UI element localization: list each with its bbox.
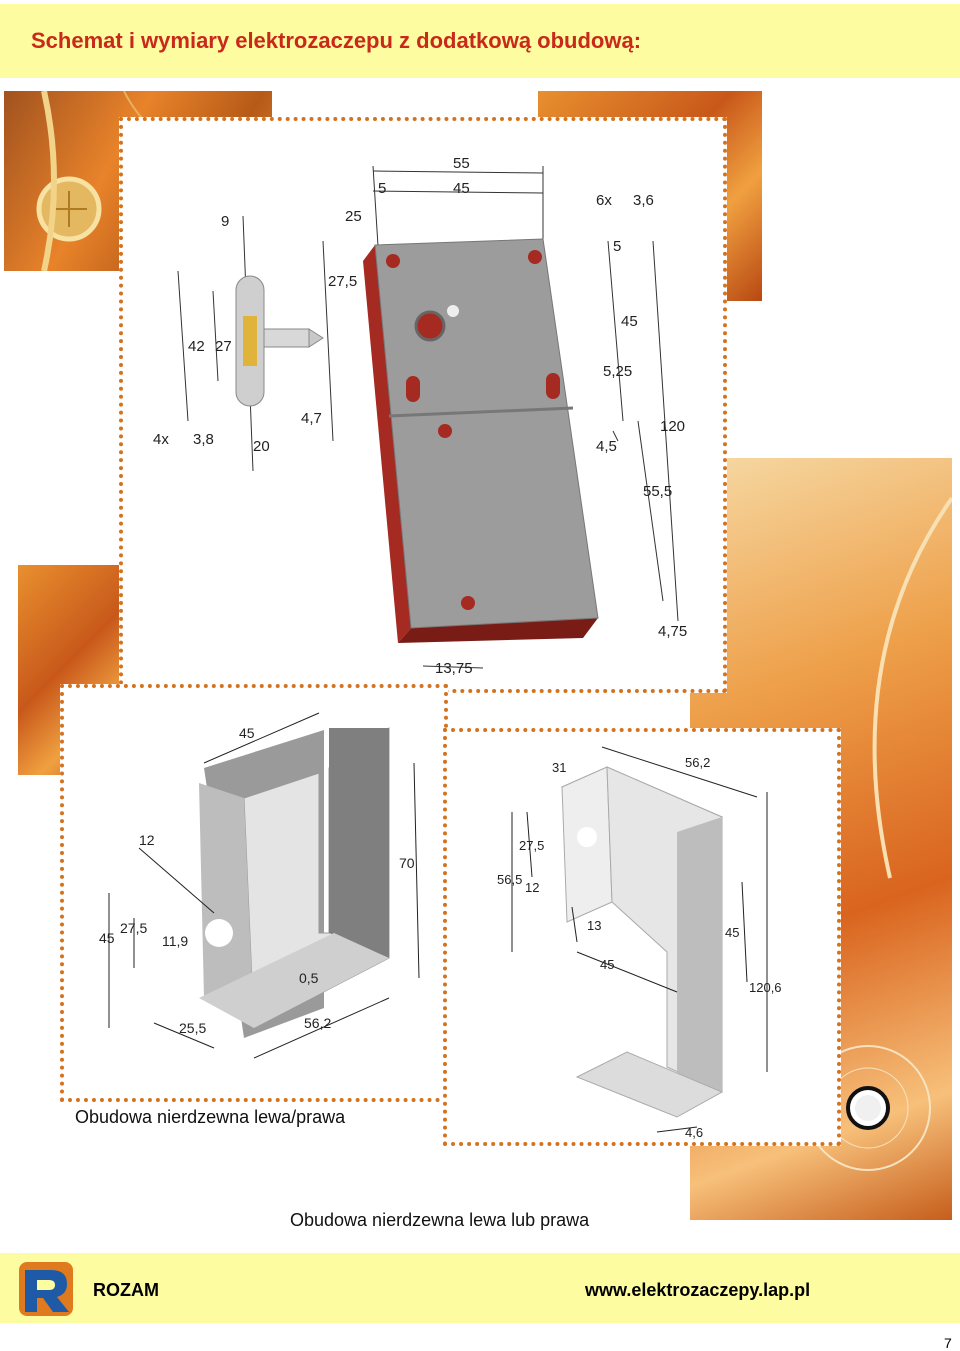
dim-label: 12 xyxy=(525,880,539,895)
page-title: Schemat i wymiary elektrozaczepu z dodat… xyxy=(31,28,642,53)
dim-label: 27,5 xyxy=(519,838,544,853)
dim-label: 25 xyxy=(345,208,362,225)
dim-label: 13,75 xyxy=(435,660,473,677)
dim-label: 70 xyxy=(399,855,415,871)
dim-label: 56,5 xyxy=(497,872,522,887)
lock-body xyxy=(363,238,599,643)
rozam-logo xyxy=(17,1260,75,1318)
dim-label: 56,2 xyxy=(304,1015,331,1031)
dim-label: 4,75 xyxy=(658,623,687,640)
dim-label: 6x xyxy=(596,192,612,209)
dim-label: 9 xyxy=(221,213,229,230)
housing-shape xyxy=(560,766,724,1118)
dim-label: 5 xyxy=(613,238,621,255)
dim-label: 13 xyxy=(587,918,601,933)
dim-label: 20 xyxy=(253,438,270,455)
dim-label: 45 xyxy=(453,180,470,197)
footer-bar xyxy=(0,1253,960,1323)
dim-label: 120,6 xyxy=(749,980,782,995)
dim-label: 27,5 xyxy=(120,920,147,936)
left-housing-panel: 45 70 12 45 27,5 11,9 0,5 25,5 56,2 xyxy=(60,684,448,1102)
dim-label: 56,2 xyxy=(685,755,710,770)
dim-label: 4x xyxy=(153,431,169,448)
lock-drawing: 55 45 5 25 6x 3,6 9 27,5 42 27 4x 3,8 4,… xyxy=(153,155,687,677)
dim-label: 11,9 xyxy=(162,933,188,949)
right-housing-panel: 31 56,2 27,5 56,5 12 13 45 45 120,6 4,6 xyxy=(443,728,841,1146)
strike-plate xyxy=(235,275,324,407)
lock-drawing-panel: 55 45 5 25 6x 3,6 9 27,5 42 27 4x 3,8 4,… xyxy=(119,117,727,693)
footer-brand: ROZAM xyxy=(93,1280,159,1300)
dim-label: 4,5 xyxy=(596,438,617,455)
dim-label: 3,6 xyxy=(633,192,654,209)
rozam-logo-icon xyxy=(19,1262,73,1316)
dim-label: 0,5 xyxy=(299,970,319,986)
dim-label: 42 xyxy=(188,338,205,355)
dim-label: 45 xyxy=(725,925,739,940)
title-bar xyxy=(0,4,960,78)
dim-label: 45 xyxy=(99,930,115,946)
dim-label: 55,5 xyxy=(643,483,672,500)
dim-label: 31 xyxy=(552,760,566,775)
dim-label: 5,25 xyxy=(603,363,632,380)
left-housing-drawing: 45 70 12 45 27,5 11,9 0,5 25,5 56,2 xyxy=(99,712,420,1059)
dim-label: 27 xyxy=(215,338,232,355)
dim-label: 5 xyxy=(378,180,386,197)
dim-label: 4,7 xyxy=(301,410,322,427)
dim-label: 45 xyxy=(621,313,638,330)
dim-label: 45 xyxy=(239,725,255,741)
dim-label: 25,5 xyxy=(179,1020,206,1036)
dim-label: 12 xyxy=(139,832,155,848)
dim-label: 27,5 xyxy=(328,273,357,290)
page-number: 7 xyxy=(944,1335,952,1351)
dim-label: 120 xyxy=(660,418,685,435)
dim-label: 4,6 xyxy=(685,1125,703,1140)
left-housing-caption: Obudowa nierdzewna lewa/prawa xyxy=(75,1107,346,1127)
dim-label: 3,8 xyxy=(193,431,214,448)
right-housing-caption: Obudowa nierdzewna lewa lub prawa xyxy=(290,1210,590,1230)
dim-label: 55 xyxy=(453,155,470,172)
footer-website-link[interactable]: www.elektrozaczepy.lap.pl xyxy=(585,1280,811,1300)
right-housing-drawing: 31 56,2 27,5 56,5 12 13 45 45 120,6 4,6 xyxy=(497,746,782,1140)
dim-label: 45 xyxy=(600,957,614,972)
housing-shape xyxy=(199,727,390,1038)
